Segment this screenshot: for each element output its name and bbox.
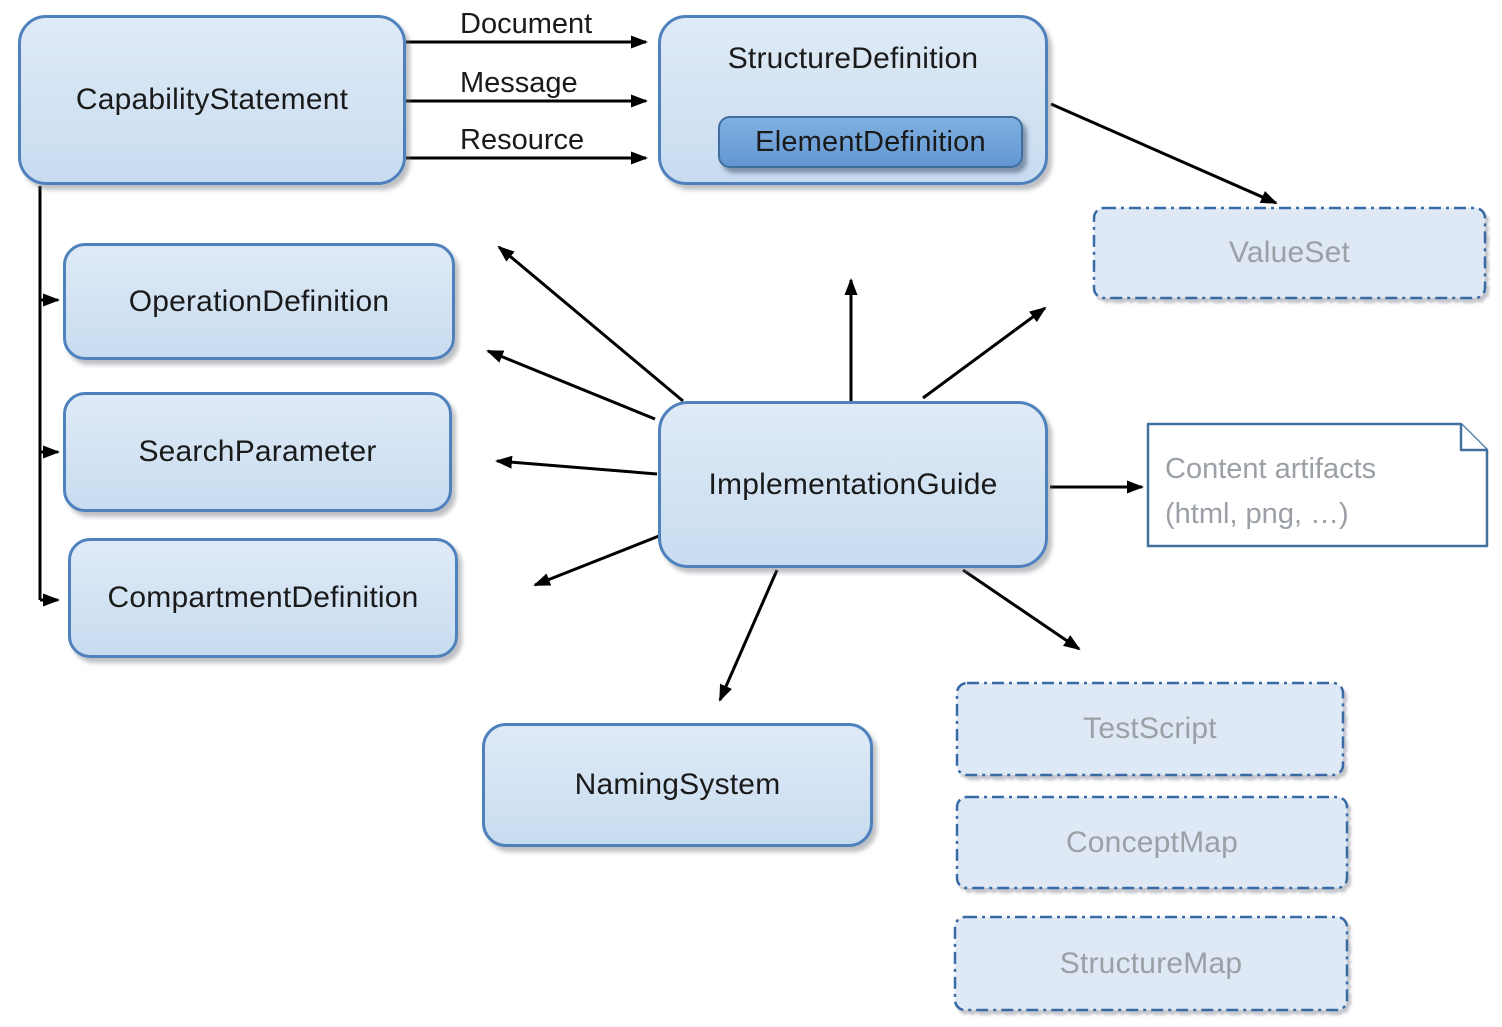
edge-label-resource: Resource [460,124,585,156]
searchparameter-label: SearchParameter [138,435,377,468]
content-artifacts-box-shape [1146,422,1489,548]
compartmentdefinition-label: CompartmentDefinition [107,581,419,614]
valueset-label: ValueSet [1228,236,1351,269]
operationdefinition-label: OperationDefinition [128,284,390,318]
box-searchparameter: SearchParameter [63,392,452,512]
namingsystem-label: NamingSystem [574,768,781,801]
valueset-box-shape [1092,206,1487,300]
implementationguide-label: ImplementationGuide [708,467,998,501]
arrow-structuredefinition-valueset [1050,102,1278,205]
box-elementdefinition: ElementDefinition [718,116,1023,168]
connector-capabilitystatement-children [38,186,60,607]
arrow-ig-upper-left-near [486,349,656,421]
edge-label-document: Document [460,8,593,40]
valueset-label-wrap: ValueSet [1094,208,1485,298]
box-operationdefinition: OperationDefinition [63,243,455,360]
box-capabilitystatement: CapabilityStatement [18,15,406,185]
testscript-label: TestScript [1083,712,1217,745]
structuremap-label: StructureMap [1059,946,1243,980]
elementdefinition-label: ElementDefinition [755,125,986,158]
structuremap-box-shape [953,915,1349,1012]
content-artifacts-label: Content artifacts (html, png, …) [1165,447,1475,537]
arrow-ig-namingsystem [718,569,779,702]
conceptmap-label-wrap: ConceptMap [957,797,1347,888]
arrow-ig-left [495,455,658,476]
capabilitystatement-label: CapabilityStatement [75,83,349,116]
content-artifacts-line1: Content artifacts [1165,453,1377,485]
structuredefinition-label: StructureDefinition [727,42,979,75]
arrow-ig-lower-left [533,534,660,587]
arrow-ig-testscript [962,568,1081,651]
structuremap-label-wrap: StructureMap [955,917,1347,1010]
arrow-ig-upper-left-far [497,245,684,403]
box-namingsystem: NamingSystem [482,723,873,847]
box-compartmentdefinition: CompartmentDefinition [68,538,458,658]
testscript-label-wrap: TestScript [957,683,1343,775]
content-artifacts-line2: (html, png, …) [1165,498,1349,530]
conceptmap-box-shape [955,795,1349,890]
edge-label-message: Message [460,67,578,99]
arrow-ig-upper-right [922,306,1047,400]
conceptmap-label: ConceptMap [1065,825,1239,859]
testscript-box-shape [955,681,1345,777]
box-implementationguide: ImplementationGuide [658,401,1048,568]
